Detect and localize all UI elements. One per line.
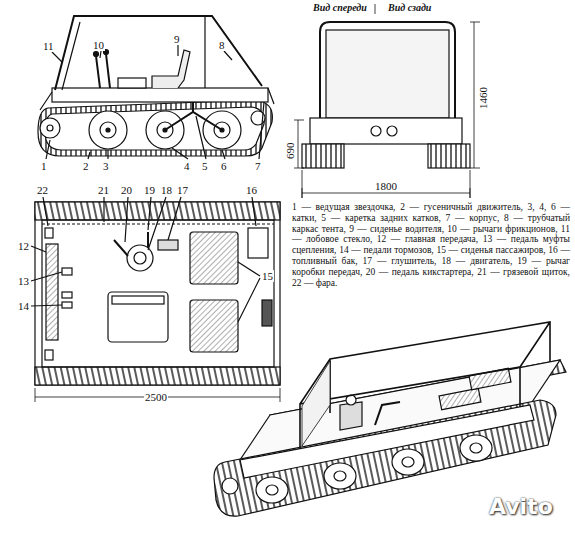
- callout-number: 11: [42, 40, 55, 52]
- dimension: 2500: [144, 391, 168, 403]
- callout-number: 21: [97, 184, 110, 196]
- callout-number: 12: [17, 240, 30, 252]
- callout-number: 20: [120, 184, 133, 196]
- callout-number: 10: [92, 39, 105, 51]
- callout-number: 5: [201, 160, 209, 172]
- side-view: [38, 16, 274, 159]
- callout-number: 1: [40, 160, 48, 172]
- view-title: Вид спереди: [312, 2, 368, 14]
- callout-number: 18: [160, 184, 173, 196]
- callout-number: 14: [17, 300, 30, 312]
- dimension: 690: [284, 142, 296, 161]
- callout-number: 9: [173, 33, 181, 45]
- view-title: Вид сзади: [387, 2, 432, 14]
- callout-number: 8: [218, 39, 226, 51]
- dimension: 1460: [477, 86, 489, 110]
- callout-number: 2: [82, 160, 90, 172]
- callout-number: 6: [220, 160, 228, 172]
- isometric-view: [214, 322, 566, 516]
- watermark: Avito: [488, 494, 554, 520]
- callout-number: 22: [36, 184, 49, 196]
- callout-number: 3: [102, 160, 110, 172]
- callout-number: 19: [143, 184, 156, 196]
- top-view: [31, 197, 280, 402]
- callout-number: 15: [261, 270, 274, 282]
- callout-number: 16: [245, 184, 258, 196]
- callout-number: 4: [183, 160, 191, 172]
- callout-number: 13: [17, 275, 30, 287]
- callout-number: 7: [254, 160, 262, 172]
- caption: 1 — ведущая звездочка, 2 — гусеничный дв…: [292, 202, 570, 288]
- callout-number: 17: [176, 184, 189, 196]
- dimension: 1800: [374, 180, 398, 192]
- front-rear-view: [294, 4, 480, 198]
